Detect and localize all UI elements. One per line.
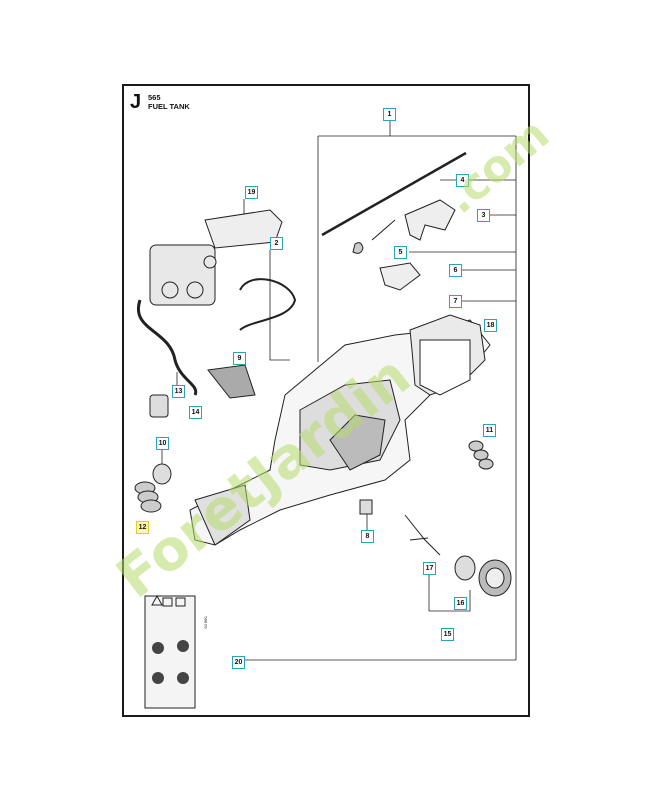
buffer-spring-part	[134, 481, 162, 513]
diagram-title: FUEL TANK	[148, 102, 190, 111]
fuel-hose-part	[136, 299, 198, 396]
fuel-filter-part	[149, 394, 169, 418]
throttle-rod-part	[321, 151, 467, 237]
impulse-hose-part	[239, 278, 297, 331]
callout-12[interactable]: 12	[136, 521, 149, 534]
callout-18[interactable]: 18	[484, 319, 497, 332]
callout-19[interactable]: 19	[245, 186, 258, 199]
callout-4[interactable]: 4	[456, 174, 469, 187]
section-letter: J	[130, 91, 142, 113]
callout-3[interactable]: 3	[477, 209, 490, 222]
carburettor-part	[149, 244, 217, 306]
callout-9[interactable]: 9	[233, 352, 246, 365]
callout-10[interactable]: 10	[156, 437, 169, 450]
cap-strap-part	[404, 514, 441, 556]
callout-2[interactable]: 2	[270, 237, 283, 250]
model-number: 565	[148, 93, 161, 102]
throttle-trigger-part	[404, 199, 456, 241]
bushing-part	[359, 499, 373, 515]
throttle-lockout-part	[379, 262, 421, 291]
rear-buffer-part	[468, 440, 494, 470]
callout-20[interactable]: 20	[232, 656, 245, 669]
callout-1[interactable]: 1	[383, 108, 396, 121]
callout-14[interactable]: 14	[189, 406, 202, 419]
label-plate-code: 588 09	[203, 616, 209, 629]
sealing-part	[207, 364, 256, 399]
callout-6[interactable]: 6	[449, 264, 462, 277]
callout-7[interactable]: 7	[449, 295, 462, 308]
fuel-cap-part	[454, 555, 512, 597]
callout-11[interactable]: 11	[483, 424, 496, 437]
damper-part	[152, 463, 172, 485]
callout-5[interactable]: 5	[394, 246, 407, 259]
callout-17[interactable]: 17	[423, 562, 436, 575]
cover-part	[204, 209, 283, 249]
fuel-tank-body	[189, 314, 491, 546]
callout-8[interactable]: 8	[361, 530, 374, 543]
callout-13[interactable]: 13	[172, 385, 185, 398]
spring-part	[352, 219, 396, 254]
warning-label-sheet	[144, 594, 196, 709]
callout-15[interactable]: 15	[441, 628, 454, 641]
callout-16[interactable]: 16	[454, 597, 467, 610]
